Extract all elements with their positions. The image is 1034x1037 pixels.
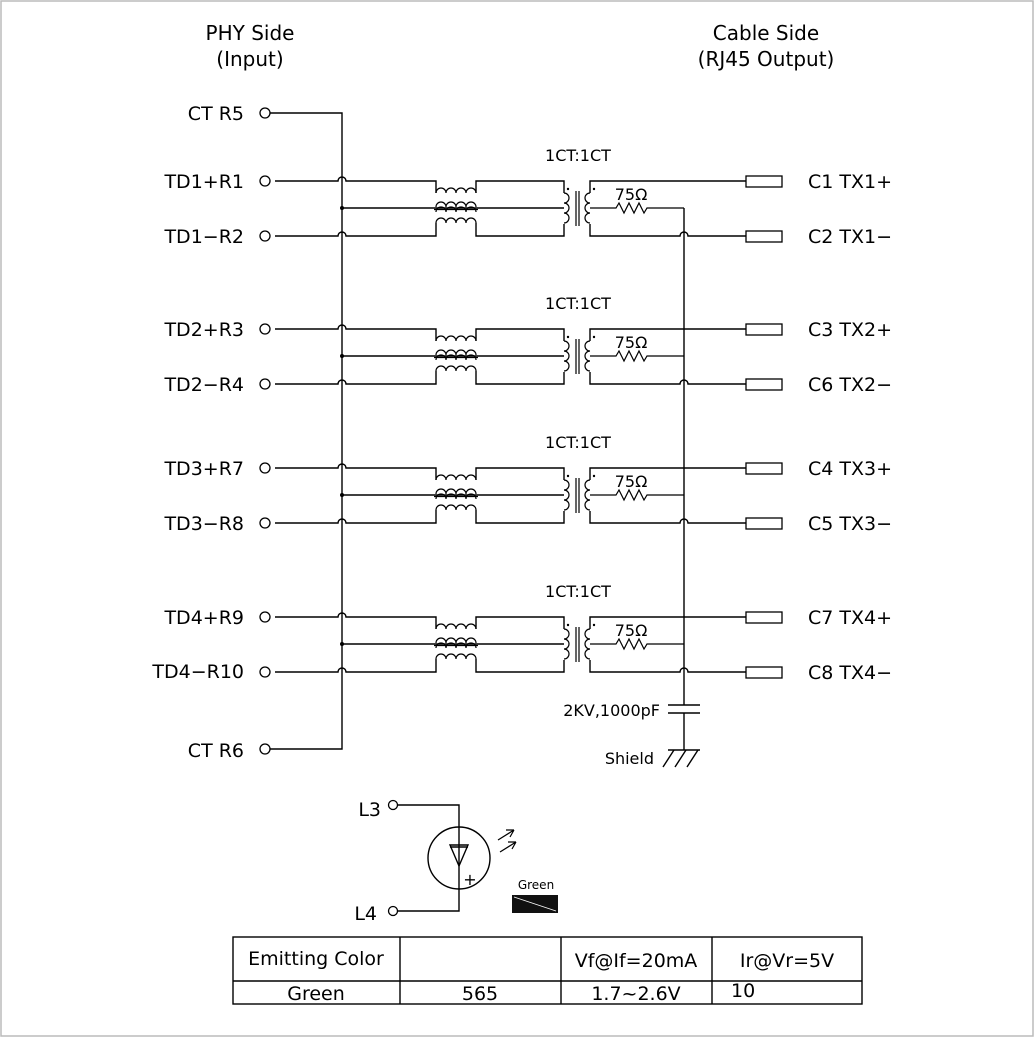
resistor-icon bbox=[590, 637, 684, 651]
phy-side-title: PHY Side bbox=[206, 21, 295, 45]
pin-terminal-icon bbox=[259, 743, 271, 755]
transformer-ratio-label: 1CT:1CT bbox=[545, 433, 611, 452]
pin-label-td3-minus: TD3−R8 bbox=[163, 513, 244, 535]
ct-bus-wire bbox=[270, 112, 343, 750]
pin-terminal-icon bbox=[259, 378, 271, 390]
resistor-label: 75Ω bbox=[615, 333, 648, 352]
table-cell-wavelength: 565 bbox=[462, 983, 498, 1005]
cable-side-subtitle: (RJ45 Output) bbox=[698, 47, 835, 71]
rj45-contact-icon bbox=[745, 462, 783, 475]
phy-pin-labels: CT R5 TD1+R1 TD1−R2 TD2+R3 TD2−R4 TD3+R7… bbox=[151, 103, 244, 762]
pin-label-td2-minus: TD2−R4 bbox=[163, 374, 244, 396]
pin-terminal-icon bbox=[259, 517, 271, 529]
led-pin-l4-label: L4 bbox=[354, 903, 377, 925]
table-cell-color: Green bbox=[287, 983, 345, 1005]
transformer-icon bbox=[563, 628, 570, 660]
choke-coil-icon bbox=[435, 623, 477, 630]
pin-label-ct-r5: CT R5 bbox=[188, 103, 244, 125]
pin-terminal-icon bbox=[259, 666, 271, 678]
cable-side-title: Cable Side bbox=[713, 21, 819, 45]
led-pin-l4-terminal bbox=[387, 905, 399, 917]
resistor-icon bbox=[590, 488, 684, 502]
phy-side-subtitle: (Input) bbox=[216, 47, 283, 71]
table-header-ir: Ir@Vr=5V bbox=[740, 950, 834, 972]
rj45-contact-icon bbox=[745, 175, 783, 188]
transformer-icon bbox=[563, 340, 570, 372]
pin-label-td4-minus: TD4−R10 bbox=[151, 661, 244, 683]
led-plus-sign: + bbox=[463, 870, 476, 889]
table-cell-vf: 1.7~2.6V bbox=[591, 983, 680, 1005]
transformer-icon bbox=[563, 192, 570, 224]
table-cell-ir: 10 bbox=[731, 980, 755, 1002]
choke-coil-icon bbox=[435, 474, 477, 481]
pin-label-td1-minus: TD1−R2 bbox=[163, 226, 244, 248]
cable-pin-label: C3 TX2+ bbox=[808, 319, 892, 341]
cable-pin-label: C2 TX1− bbox=[808, 226, 892, 248]
rj45-contact-icon bbox=[745, 378, 783, 391]
led-pin-l3-label: L3 bbox=[358, 799, 381, 821]
capacitor bbox=[668, 704, 700, 750]
choke-coil-icon bbox=[435, 187, 477, 194]
resistor-icon bbox=[590, 349, 684, 363]
resistor-label: 75Ω bbox=[615, 185, 648, 204]
rj45-contact-icon bbox=[745, 517, 783, 530]
led-pin-l3-terminal bbox=[387, 799, 399, 811]
led-symbol bbox=[387, 799, 517, 917]
shield-label: Shield bbox=[605, 749, 654, 768]
pin-label-td4-plus: TD4+R9 bbox=[163, 607, 244, 629]
cable-pin-label: C6 TX2− bbox=[808, 374, 892, 396]
cable-pin-label: C8 TX4− bbox=[808, 662, 892, 684]
pin-label-ct-r6: CT R6 bbox=[188, 740, 244, 762]
phy-terminals bbox=[259, 107, 271, 755]
shield-ground-icon bbox=[662, 749, 700, 768]
pin-terminal-icon bbox=[259, 462, 271, 474]
resistor-icon bbox=[590, 201, 684, 215]
transformer-channels: 1CT:1CT 75Ω C1 TX1+ C2 TX1− 1CT:1CT 75Ω C3 TX2… bbox=[275, 146, 892, 684]
led-diode-icon bbox=[448, 844, 470, 868]
transformer-ratio-label: 1CT:1CT bbox=[545, 294, 611, 313]
resistor-label: 75Ω bbox=[615, 472, 648, 491]
channel-2: 1CT:1CT 75Ω C3 TX2+ C6 TX2− bbox=[275, 294, 892, 396]
capacitor-label: 2KV,1000pF bbox=[563, 701, 660, 720]
table-header-vf: Vf@If=20mA bbox=[575, 950, 698, 972]
pin-terminal-icon bbox=[259, 175, 271, 187]
resistor-label: 75Ω bbox=[615, 621, 648, 640]
cable-pin-label: C1 TX1+ bbox=[808, 171, 892, 193]
transformer-ratio-label: 1CT:1CT bbox=[545, 146, 611, 165]
rj45-contact-icon bbox=[745, 323, 783, 336]
transformer-ratio-label: 1CT:1CT bbox=[545, 582, 611, 601]
led-color-swatch bbox=[512, 895, 558, 913]
transformer-icon bbox=[563, 479, 570, 511]
table-header-emitting-color: Emitting Color bbox=[248, 948, 384, 970]
cable-pin-label: C7 TX4+ bbox=[808, 607, 892, 629]
choke-coil-icon bbox=[435, 335, 477, 342]
rj45-contact-icon bbox=[745, 666, 783, 679]
cable-pin-label: C4 TX3+ bbox=[808, 458, 892, 480]
led-color-label: Green bbox=[518, 878, 554, 892]
rj45-contact-icon bbox=[745, 230, 783, 243]
pin-label-td1-plus: TD1+R1 bbox=[163, 171, 244, 193]
pin-terminal-icon bbox=[259, 323, 271, 335]
led-spec-table bbox=[232, 936, 863, 1005]
channel-3: 1CT:1CT 75Ω C4 TX3+ C5 TX3− bbox=[275, 433, 892, 535]
channel-4: 1CT:1CT 75Ω C7 TX4+ C8 TX4− bbox=[275, 582, 892, 684]
pin-label-td2-plus: TD2+R3 bbox=[163, 319, 244, 341]
channel-1: 1CT:1CT 75Ω C1 TX1+ C2 TX1− bbox=[275, 146, 892, 248]
pin-label-td3-plus: TD3+R7 bbox=[163, 458, 244, 480]
rj45-contact-icon bbox=[745, 611, 783, 624]
pin-terminal-icon bbox=[259, 230, 271, 242]
pin-terminal-icon bbox=[259, 611, 271, 623]
pin-terminal-icon bbox=[259, 107, 271, 119]
cable-pin-label: C5 TX3− bbox=[808, 513, 892, 535]
